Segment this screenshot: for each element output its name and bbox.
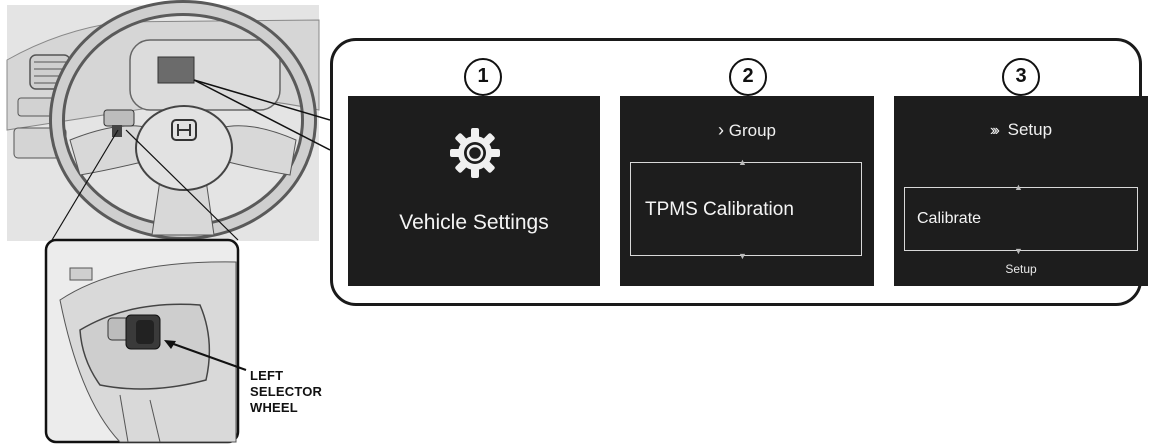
scroll-down-triangle-icon: ▼ bbox=[738, 251, 747, 261]
label-line-1: LEFT bbox=[250, 368, 284, 383]
scroll-up-triangle-icon: ▲ bbox=[738, 157, 747, 167]
scroll-down-triangle-icon: ▼ bbox=[1014, 246, 1023, 256]
screen-group-title: › Group bbox=[620, 120, 874, 141]
calibrate-selection-box: Calibrate bbox=[904, 187, 1138, 251]
screen-vehicle-settings: Vehicle Settings bbox=[348, 96, 600, 286]
scroll-up-triangle-icon: ▲ bbox=[1014, 182, 1023, 192]
screen-setup-title: ››› Setup bbox=[894, 120, 1148, 140]
dashboard-illustration bbox=[6, 0, 330, 444]
vehicle-settings-label: Vehicle Settings bbox=[399, 211, 549, 234]
single-chevron-right-icon: › bbox=[718, 120, 724, 140]
step-number-2: 2 bbox=[729, 58, 767, 96]
step-number-1: 1 bbox=[464, 58, 502, 96]
setup-sub-label: Setup bbox=[1005, 262, 1037, 276]
screen-group: › Group TPMS Calibration ▲ ▼ bbox=[620, 96, 874, 286]
setup-title-text: Setup bbox=[1007, 120, 1053, 139]
label-line-2: SELECTOR bbox=[250, 384, 323, 399]
left-selector-wheel-label: LEFT SELECTOR WHEEL bbox=[250, 368, 322, 416]
calibrate-label: Calibrate bbox=[917, 210, 982, 227]
triple-chevron-right-icon: ››› bbox=[989, 122, 1000, 139]
label-line-3: WHEEL bbox=[250, 400, 298, 415]
step-number-3: 3 bbox=[1002, 58, 1040, 96]
tpms-selection-box: TPMS Calibration bbox=[630, 162, 862, 256]
gear-icon bbox=[450, 128, 500, 178]
group-title-text: Group bbox=[728, 121, 776, 140]
tpms-calibration-label: TPMS Calibration bbox=[645, 199, 794, 220]
screen-setup: ››› Setup Calibrate ▲ ▼ Setup bbox=[894, 96, 1148, 286]
